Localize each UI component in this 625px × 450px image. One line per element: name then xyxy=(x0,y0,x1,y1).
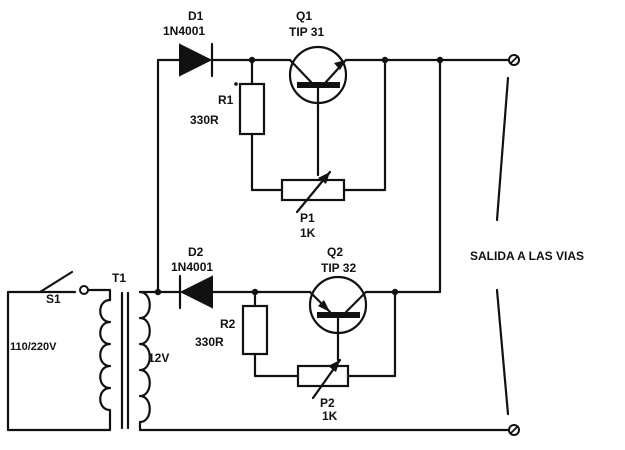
potentiometer-p2 xyxy=(253,290,397,400)
transformer-primary-coil xyxy=(99,298,112,417)
output-label: SALIDA A LAS VIAS xyxy=(470,249,584,263)
q1-ref-label: Q1 xyxy=(296,9,312,23)
transformer-secondary-coil xyxy=(138,290,151,424)
track-lead-bottom xyxy=(495,288,510,416)
r1-ref-label: R1 xyxy=(218,93,234,107)
t1-secondary-label: 12V xyxy=(148,351,169,365)
mains-loop-wire xyxy=(6,290,112,432)
transistor-q2 xyxy=(308,275,368,362)
d2-ref-label: D2 xyxy=(188,245,204,259)
q1-part-label: TIP 31 xyxy=(289,25,324,39)
p1-ref-label: P1 xyxy=(300,211,315,225)
q2-ref-label: Q2 xyxy=(327,245,343,259)
p1-value-label: 1K xyxy=(300,226,316,240)
primary-top-lead xyxy=(86,288,112,302)
track-lead-top xyxy=(495,76,510,222)
d1-part-label: 1N4001 xyxy=(163,24,205,38)
diode-d1 xyxy=(179,42,214,78)
p2-ref-label: P2 xyxy=(320,396,335,410)
secondary-top-rail xyxy=(138,58,182,294)
switch-s1-contact xyxy=(79,285,89,295)
noise-speck xyxy=(234,82,238,86)
junction-dot xyxy=(154,288,162,296)
r2-value-label: 330R xyxy=(195,335,224,349)
q2-part-label: TIP 32 xyxy=(321,261,356,275)
resistor-r2 xyxy=(241,290,269,378)
mains-input xyxy=(6,270,112,432)
p2-value-label: 1K xyxy=(322,409,338,423)
transistor-q1 xyxy=(288,45,348,177)
d2-part-label: 1N4001 xyxy=(171,260,213,274)
common-return-rail xyxy=(138,420,512,432)
potentiometer-p1 xyxy=(250,58,387,214)
r2-ref-label: R2 xyxy=(220,317,236,331)
r1-value-label: 330R xyxy=(190,113,219,127)
d1-ref-label: D1 xyxy=(188,9,204,23)
switch-s1-blade xyxy=(38,270,74,294)
output-terminal-bottom xyxy=(508,424,520,436)
t1-ref-label: T1 xyxy=(112,271,126,285)
s1-ref-label: S1 xyxy=(46,292,61,306)
q2-output-wire xyxy=(364,58,442,294)
output-terminal-top xyxy=(508,54,520,66)
resistor-r1 xyxy=(238,58,266,192)
diode-d2 xyxy=(178,274,213,310)
mains-voltage-label: 110/220V xyxy=(10,341,57,353)
